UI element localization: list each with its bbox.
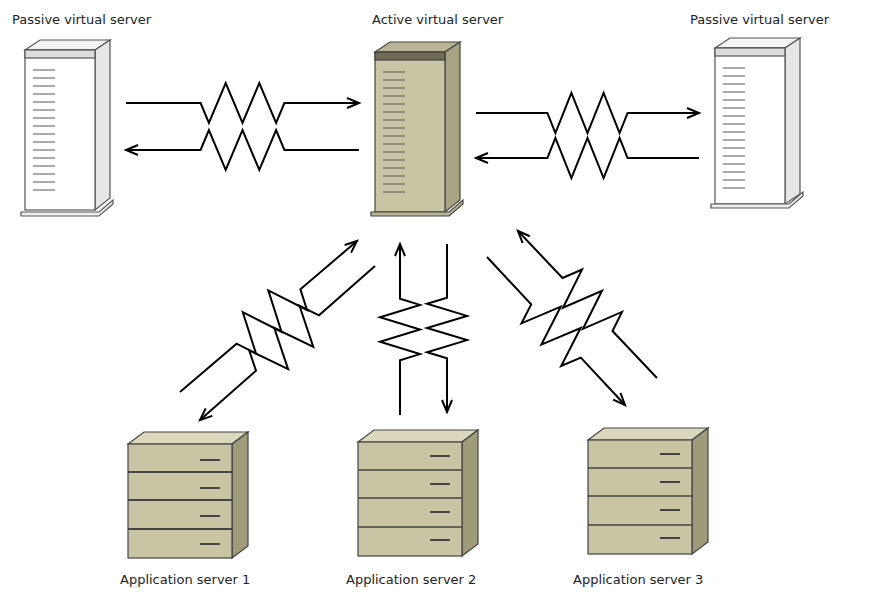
rack-server-icon	[588, 428, 708, 554]
zigzag-link	[476, 93, 699, 133]
tower-server-icon	[371, 42, 463, 216]
zigzag-link	[487, 257, 625, 405]
server-label: Application server 2	[346, 572, 476, 588]
rack-server-icon	[358, 430, 478, 556]
zigzag-link	[427, 244, 467, 412]
zigzag-link	[180, 241, 357, 392]
rack-server-icon	[128, 432, 248, 558]
virtual-server: Passive virtual server	[25, 40, 110, 216]
zigzag-link	[126, 83, 359, 123]
server-label: Passive virtual server	[690, 12, 829, 28]
application-server: Application server 2	[358, 430, 478, 556]
server-label: Active virtual server	[372, 12, 503, 28]
server-label: Application server 3	[573, 572, 703, 588]
virtual-server: Passive virtual server	[715, 38, 800, 210]
tower-server-icon	[711, 38, 803, 208]
zigzag-link	[200, 266, 375, 420]
tower-server-icon	[21, 40, 113, 216]
zigzag-link	[476, 138, 699, 178]
server-label: Passive virtual server	[12, 12, 151, 28]
zigzag-link	[380, 244, 420, 415]
application-server: Application server 3	[588, 428, 708, 554]
application-server: Application server 1	[128, 432, 248, 558]
zigzag-link	[126, 130, 359, 170]
server-label: Application server 1	[120, 572, 250, 588]
zigzag-link	[518, 231, 657, 378]
virtual-server: Active virtual server	[375, 42, 460, 216]
